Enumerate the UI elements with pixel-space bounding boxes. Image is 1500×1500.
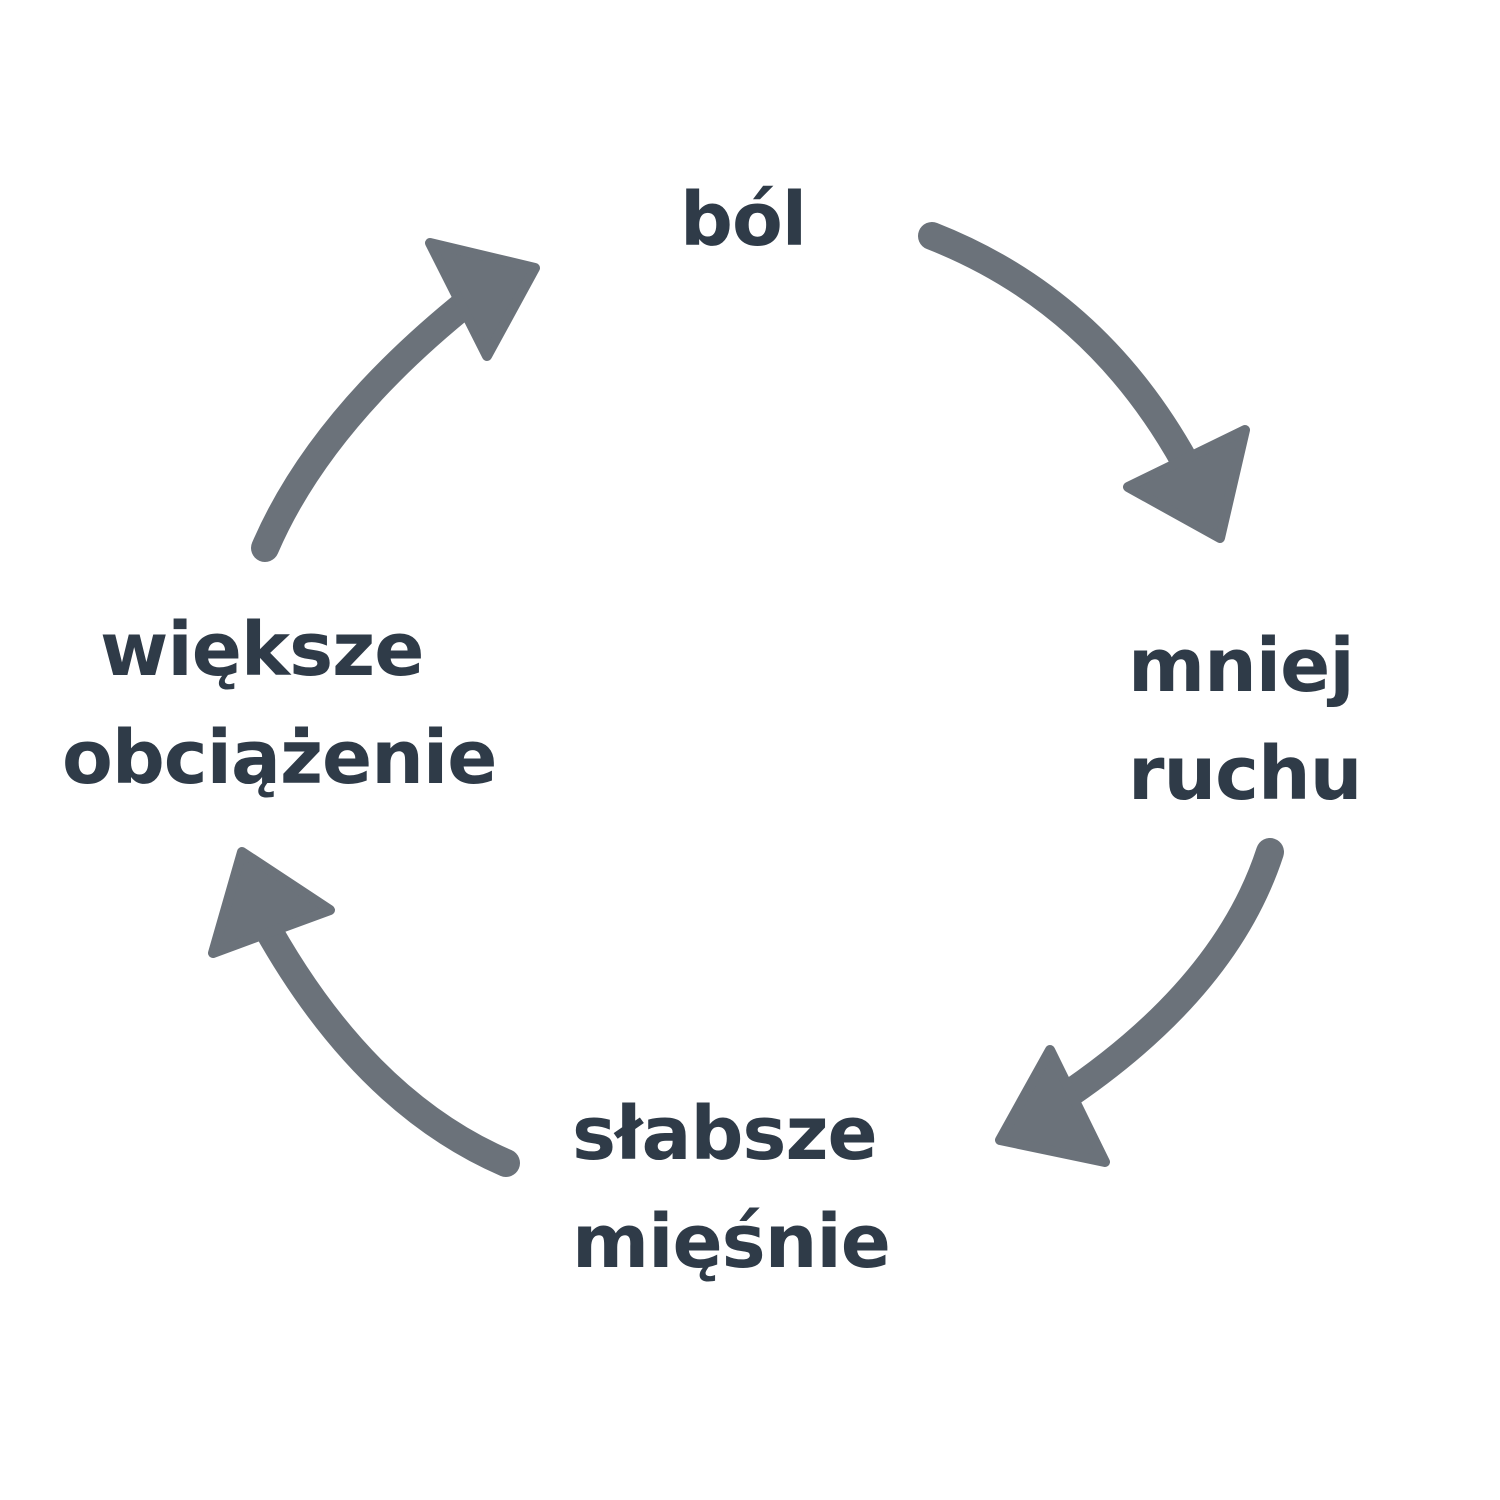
arrow-top-to-right: [918, 222, 1250, 543]
arrow-left-to-top: [251, 238, 540, 562]
node-less-movement-line-2: ruchu: [1128, 731, 1362, 817]
node-less-movement-line-1: mniej: [1128, 623, 1355, 709]
node-weaker-muscles: słabsze mięśnie: [572, 1080, 891, 1296]
node-weaker-muscles-line-2: mięśnie: [572, 1199, 891, 1285]
node-less-movement: mniej ruchu: [1128, 612, 1362, 828]
node-pain: ból: [680, 166, 807, 274]
node-greater-load: większe obciążenie: [62, 596, 497, 812]
node-weaker-muscles-line-1: słabsze: [572, 1091, 878, 1177]
node-pain-line-1: ból: [680, 177, 807, 263]
arrow-bottom-to-left: [208, 847, 520, 1177]
arrow-right-to-bottom: [995, 838, 1284, 1167]
node-greater-load-line-2: obciążenie: [62, 715, 497, 801]
node-greater-load-line-1: większe: [100, 607, 424, 693]
cycle-arrows: [208, 222, 1284, 1177]
